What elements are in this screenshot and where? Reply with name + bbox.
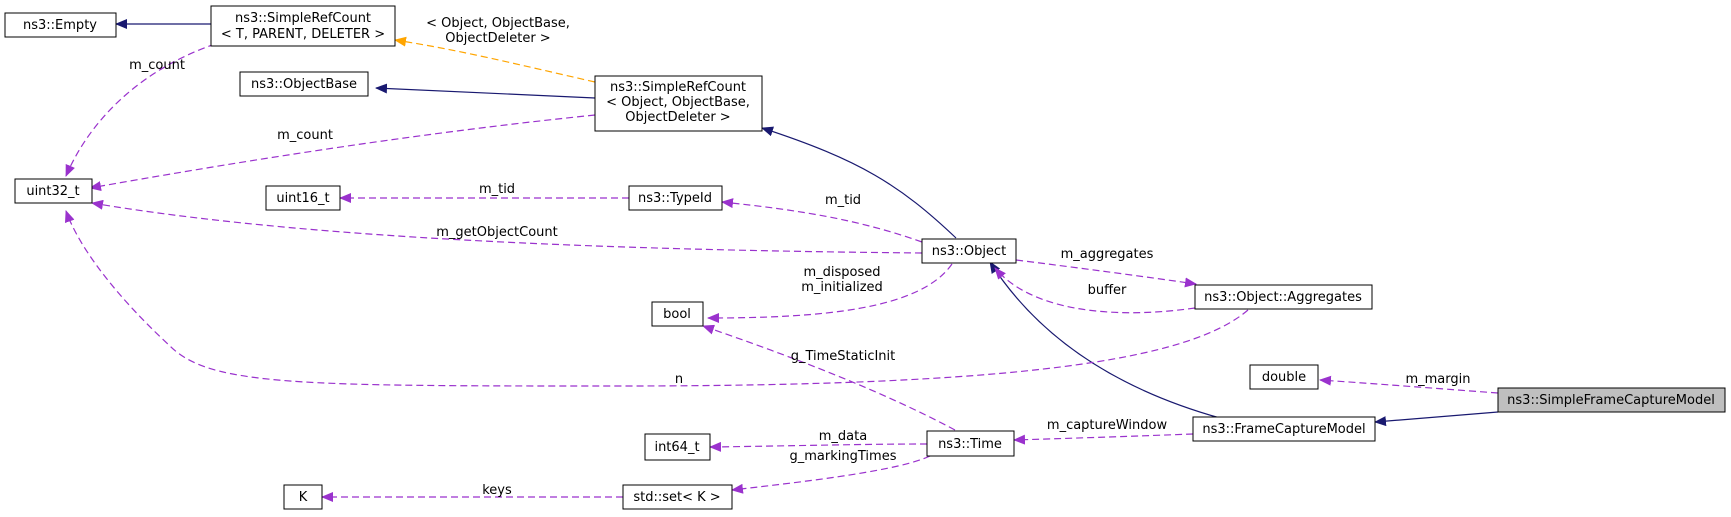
node-ns3-simpleframecapturemodel-label: ns3::SimpleFrameCaptureModel <box>1507 393 1715 408</box>
node-uint16-t[interactable]: uint16_t <box>265 185 341 211</box>
label-template-args-line1: < Object, ObjectBase, <box>426 16 570 31</box>
label-m-margin: m_margin <box>1405 372 1470 387</box>
node-simplerefcount-template-line1: ns3::SimpleRefCount <box>235 11 371 26</box>
label-n: n <box>675 372 683 387</box>
edge-sfcm-to-fcm <box>1374 411 1499 427</box>
node-ns3-object-label: ns3::Object <box>932 244 1006 259</box>
node-ns3-typeid-label: ns3::TypeId <box>638 191 712 206</box>
node-simplerefcount-object-line3: ObjectDeleter > <box>625 110 730 125</box>
node-ns3-empty-label: ns3::Empty <box>23 18 97 33</box>
edge-stdset-g-markingtimes <box>731 455 931 494</box>
edge-sro-to-objectbase <box>375 83 596 99</box>
edge-time-bool <box>702 324 956 431</box>
node-bool[interactable]: bool <box>651 301 704 327</box>
edge-fcm-to-object <box>989 261 1221 419</box>
label-m-disposed: m_disposed <box>803 265 880 280</box>
node-simplerefcount-object-line1: ns3::SimpleRefCount <box>610 80 746 95</box>
label-m-getobjectcount: m_getObjectCount <box>436 225 557 240</box>
node-simplerefcount-object[interactable]: ns3::SimpleRefCount < Object, ObjectBase… <box>594 75 763 132</box>
node-uint32-t-label: uint32_t <box>26 184 79 199</box>
edge-sro-template-srct <box>394 36 596 83</box>
label-template-args-line2: ObjectDeleter > <box>445 31 550 46</box>
node-int64-t[interactable]: int64_t <box>644 433 711 461</box>
edge-aggregates-buffer <box>994 267 1196 314</box>
edge-sfcm-m-margin <box>1319 375 1499 394</box>
node-simplerefcount-template-line2: < T, PARENT, DELETER > <box>221 27 385 42</box>
node-double-label: double <box>1262 370 1306 385</box>
node-ns3-object[interactable]: ns3::Object <box>921 238 1017 264</box>
node-bool-label: bool <box>663 307 691 322</box>
edge-object-m-aggregates <box>1015 259 1197 288</box>
label-buffer: buffer <box>1088 283 1127 298</box>
node-k-label: K <box>299 490 308 505</box>
node-simplerefcount-object-line2: < Object, ObjectBase, <box>606 95 750 110</box>
label-m-initialized: m_initialized <box>801 280 883 295</box>
node-uint16-t-label: uint16_t <box>276 191 329 206</box>
node-std-set-k[interactable]: std::set< K > <box>622 484 733 510</box>
label-m-aggregates: m_aggregates <box>1061 247 1154 262</box>
edge-sro-m-count <box>89 114 596 192</box>
node-ns3-framecapturemodel[interactable]: ns3::FrameCaptureModel <box>1192 416 1376 442</box>
node-ns3-object-aggregates-label: ns3::Object::Aggregates <box>1204 290 1362 305</box>
node-int64-t-label: int64_t <box>654 440 699 455</box>
node-std-set-k-label: std::set< K > <box>633 490 720 505</box>
label-m-tid-2: m_tid <box>825 193 861 208</box>
node-k[interactable]: K <box>283 484 323 510</box>
label-g-markingtimes: g_markingTimes <box>790 449 897 464</box>
edge-object-bool <box>707 263 953 323</box>
edge-time-m-data <box>709 441 928 452</box>
node-double[interactable]: double <box>1249 364 1319 390</box>
edge-object-m-tid <box>721 198 923 243</box>
label-m-count-2: m_count <box>277 128 333 143</box>
label-g-timestaticinit: g_TimeStaticInit <box>791 349 896 364</box>
label-keys: keys <box>482 483 512 498</box>
node-ns3-object-aggregates[interactable]: ns3::Object::Aggregates <box>1194 284 1373 310</box>
label-m-tid-1: m_tid <box>479 182 515 197</box>
edge-srct-m-count <box>65 43 216 177</box>
edge-object-to-sro <box>761 126 957 239</box>
node-ns3-empty[interactable]: ns3::Empty <box>4 12 117 38</box>
node-ns3-objectbase-label: ns3::ObjectBase <box>251 77 357 92</box>
node-ns3-framecapturemodel-label: ns3::FrameCaptureModel <box>1202 422 1365 437</box>
label-m-capturewindow: m_captureWindow <box>1047 418 1168 433</box>
node-ns3-time-label: ns3::Time <box>938 437 1002 452</box>
node-ns3-typeid[interactable]: ns3::TypeId <box>628 185 723 211</box>
edge-aggregates-n <box>65 210 1249 387</box>
edge-fcm-m-capturewindow <box>1013 433 1194 445</box>
label-m-data: m_data <box>819 429 867 444</box>
node-ns3-simpleframecapturemodel[interactable]: ns3::SimpleFrameCaptureModel <box>1497 387 1726 413</box>
edge-object-m-getobjectcount <box>91 199 923 254</box>
node-ns3-objectbase[interactable]: ns3::ObjectBase <box>239 71 369 97</box>
node-ns3-time[interactable]: ns3::Time <box>926 430 1015 457</box>
node-simplerefcount-template[interactable]: ns3::SimpleRefCount < T, PARENT, DELETER… <box>210 5 396 47</box>
node-uint32-t[interactable]: uint32_t <box>14 178 93 204</box>
label-m-count-1: m_count <box>129 58 185 73</box>
